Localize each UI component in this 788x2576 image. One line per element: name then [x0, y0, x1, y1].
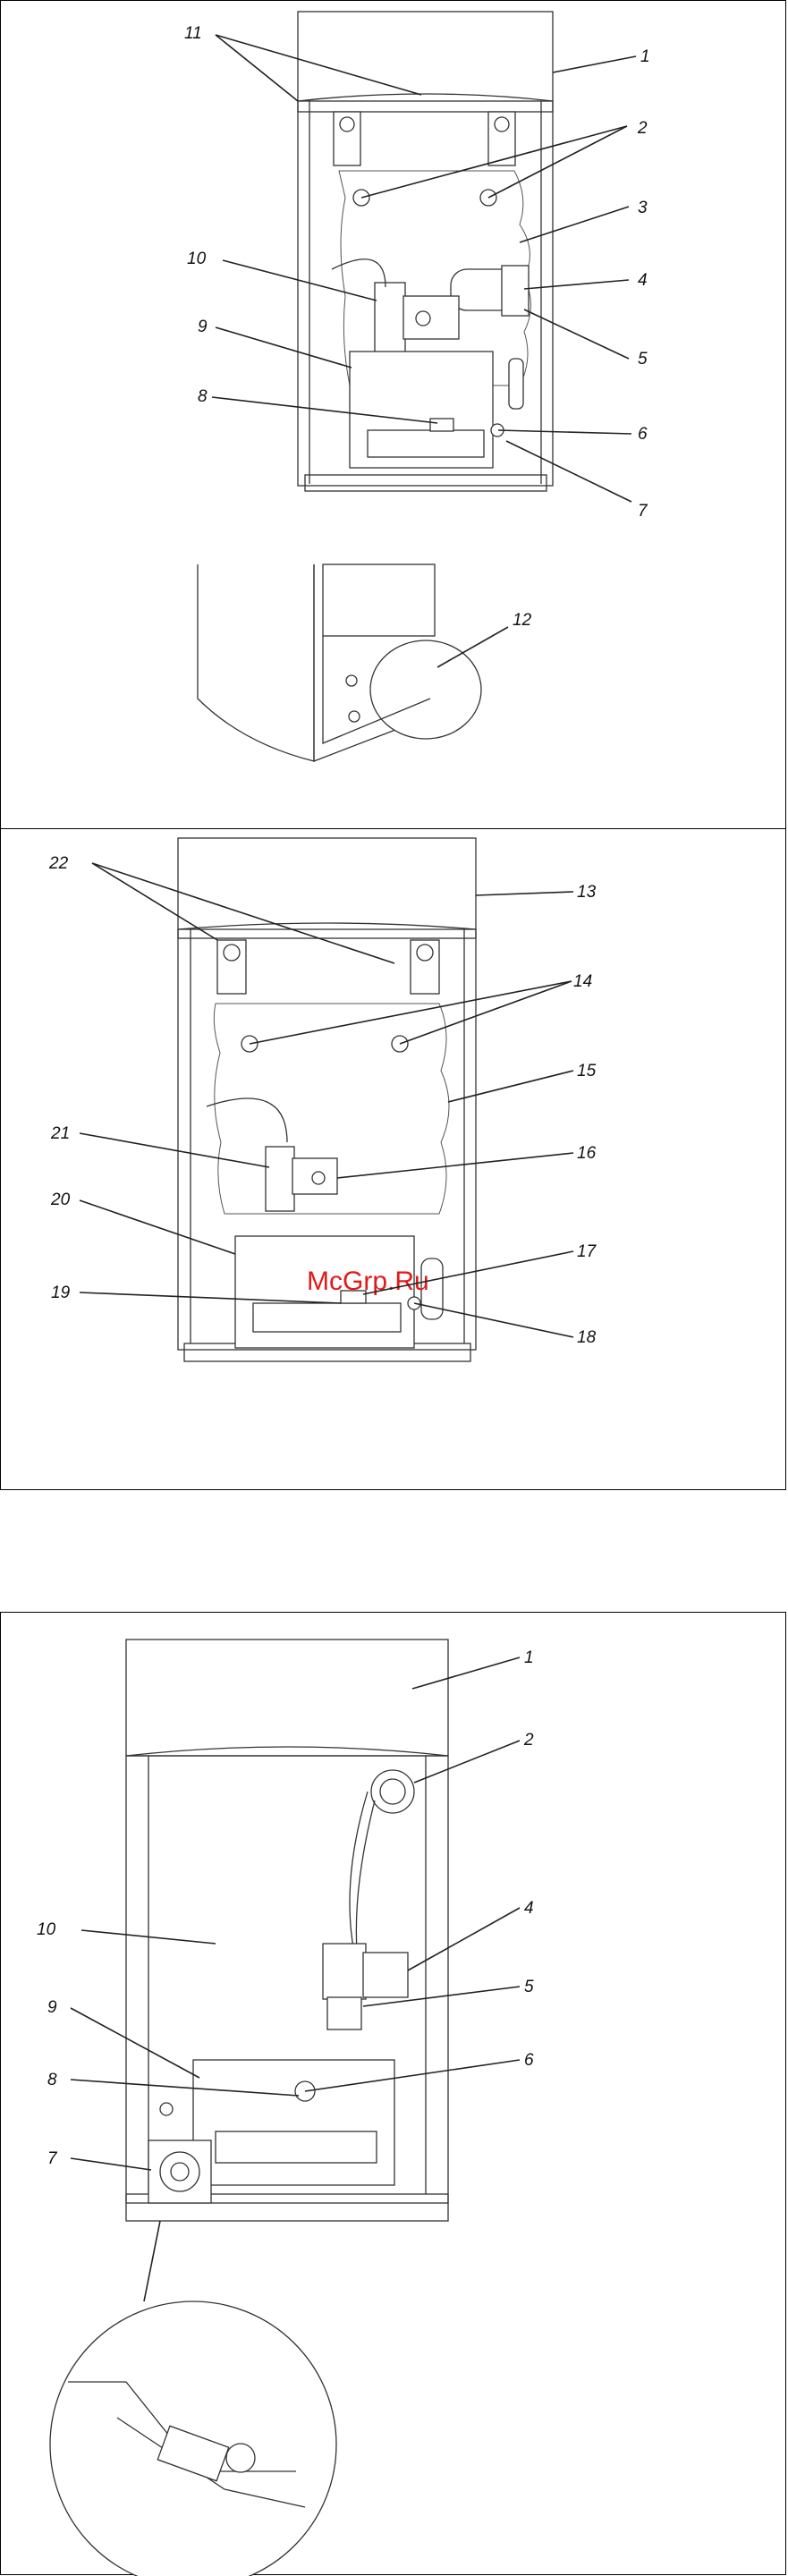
gas-valve — [323, 1944, 366, 1999]
callout-6: 6 — [524, 2051, 534, 2070]
callout-8: 8 — [198, 387, 208, 406]
burner-chamber — [193, 2060, 394, 2185]
gas-valve — [375, 283, 405, 354]
callout-7: 7 — [47, 2149, 58, 2168]
watermark: McGrp.Ru — [307, 1267, 429, 1296]
burner-chamber — [350, 352, 493, 468]
callout-10: 10 — [187, 250, 207, 268]
boiler-drawing-front-and-side: 11 1 2 3 10 4 9 5 8 6 7 12 — [1, 1, 787, 830]
callout-7: 7 — [638, 502, 648, 521]
callout-2: 2 — [637, 119, 648, 138]
callout-14: 14 — [573, 972, 592, 991]
callout-20: 20 — [50, 1191, 71, 1209]
callout-3: 3 — [638, 199, 648, 217]
callout-11: 11 — [184, 24, 202, 43]
callout-2: 2 — [523, 1731, 534, 1750]
callout-15: 15 — [577, 1062, 597, 1080]
callout-1: 1 — [524, 1648, 534, 1667]
callout-19: 19 — [51, 1284, 71, 1302]
boiler-drawing-open-front: 1 2 4 10 5 9 6 8 7 — [1, 1613, 787, 2576]
callout-4: 4 — [638, 271, 648, 290]
top-cover — [298, 12, 553, 112]
callout-4: 4 — [524, 1899, 534, 1918]
expansion-vessel — [370, 640, 481, 739]
callout-18: 18 — [577, 1328, 597, 1347]
callout-12: 12 — [513, 611, 532, 630]
callout-22: 22 — [48, 854, 69, 873]
diagram-panel-middle: McGrp.Ru 22 13 14 15 21 16 20 17 19 18 — [0, 828, 786, 1490]
callout-16: 16 — [577, 1144, 597, 1163]
boiler-drawing-front-variant: McGrp.Ru 22 13 14 15 21 16 20 17 19 18 — [1, 829, 787, 1491]
callout-9: 9 — [47, 1998, 57, 2017]
callout-9: 9 — [198, 318, 208, 336]
callout-13: 13 — [577, 883, 597, 902]
top-cover — [126, 1640, 448, 1756]
callout-1: 1 — [640, 47, 650, 66]
callout-5: 5 — [524, 1978, 534, 1996]
callout-10: 10 — [37, 1920, 56, 1939]
gas-valve — [266, 1147, 294, 1211]
callout-8: 8 — [47, 2071, 57, 2089]
callout-6: 6 — [638, 425, 648, 444]
diagram-panel-top: 11 1 2 3 10 4 9 5 8 6 7 12 — [0, 0, 786, 829]
callout-5: 5 — [638, 350, 648, 369]
side-column — [323, 564, 435, 636]
callout-17: 17 — [577, 1242, 597, 1261]
diagram-panel-bottom: 1 2 4 10 5 9 6 8 7 — [0, 1612, 786, 2575]
callout-21: 21 — [50, 1124, 70, 1143]
